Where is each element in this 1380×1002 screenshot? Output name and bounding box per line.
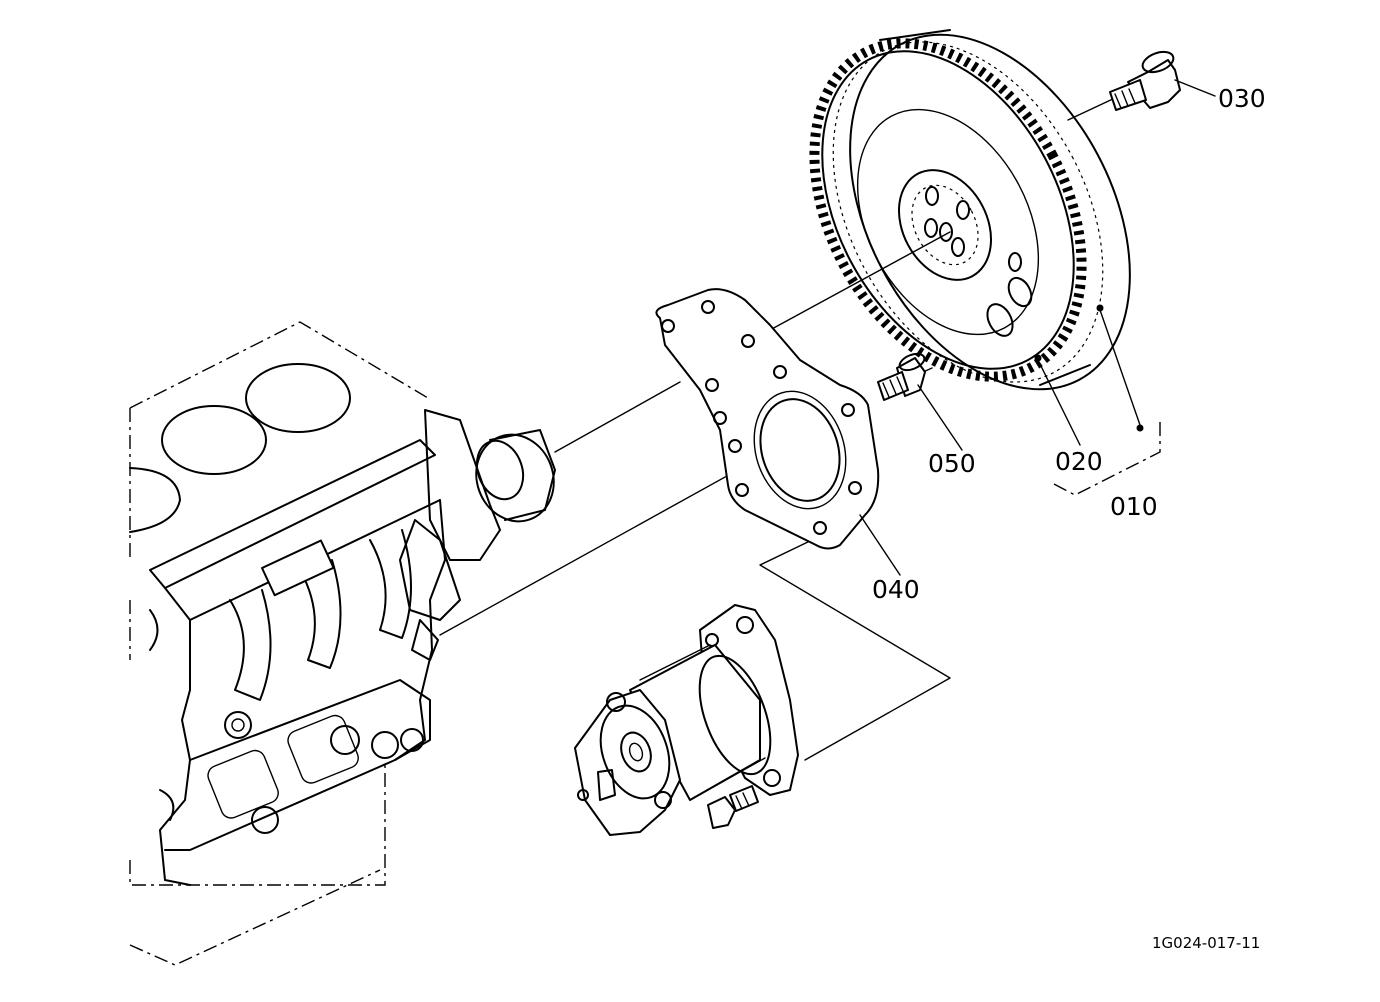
- label-010: 010: [1110, 492, 1158, 521]
- flywheel-bolt: [1109, 50, 1181, 111]
- label-030: 030: [1218, 84, 1266, 113]
- engine-block: [129, 321, 556, 966]
- flywheel-housing-plate: [655, 288, 880, 550]
- figure-code: 1G024-017-11: [1152, 934, 1260, 952]
- starter-motor: [574, 604, 799, 836]
- flywheel-assembly: [809, 29, 1131, 391]
- label-050: 050: [928, 449, 976, 478]
- label-040: 040: [872, 575, 920, 604]
- leader-lines: [859, 79, 1216, 576]
- plate-bolt: [877, 352, 926, 401]
- label-020: 020: [1055, 447, 1103, 476]
